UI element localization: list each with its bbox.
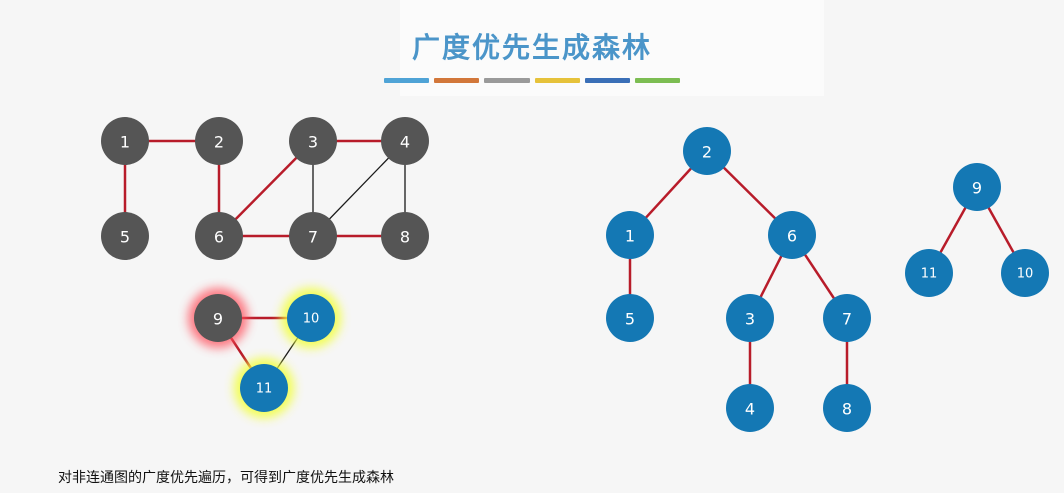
graph-node-circle: [195, 117, 243, 165]
forest-node-8: 8: [823, 384, 871, 432]
graph-node-circle: [101, 212, 149, 260]
graph-node-circle: [287, 294, 335, 342]
forest-node-label: 5: [625, 310, 635, 329]
graph-node-2: 2: [195, 117, 243, 165]
title-bar-segment: [384, 78, 430, 83]
forest-node-circle: [726, 384, 774, 432]
graph-node-label: 2: [214, 133, 224, 152]
forest-node-11: 11: [905, 249, 953, 297]
graph-node-label: 3: [308, 133, 318, 152]
title-bar-segment: [434, 78, 480, 83]
graph-node-8: 8: [381, 212, 429, 260]
graph-node-11: 11: [234, 358, 294, 418]
graph-node-label: 7: [308, 228, 318, 247]
graph-node-circle: [289, 117, 337, 165]
forest-node-9: 9: [953, 163, 1001, 211]
forest-node-circle: [726, 294, 774, 342]
forest-nodes: 2 1 6 5 3 7 4 8 9 11 10: [606, 127, 1049, 432]
forest-node-circle: [823, 294, 871, 342]
title-bar-segment: [584, 78, 630, 83]
graph-node-label: 10: [303, 312, 320, 327]
graph-node-circle: [101, 117, 149, 165]
graph-node-label: 11: [256, 382, 273, 397]
forest-node-circle: [606, 211, 654, 259]
forest-node-label: 3: [745, 310, 755, 329]
forest-node-label: 8: [842, 400, 852, 419]
forest-node-circle: [1001, 249, 1049, 297]
forest-node-circle: [823, 384, 871, 432]
forest-node-1: 1: [606, 211, 654, 259]
title-bar-segment: [484, 78, 530, 83]
forest-node-label: 6: [787, 227, 797, 246]
forest-node-label: 9: [972, 179, 982, 198]
graph-node-7: 7: [289, 212, 337, 260]
graph-node-circle: [194, 294, 242, 342]
title-bar-segment: [534, 78, 580, 83]
graph-node-label: 9: [213, 310, 223, 329]
graph-node-label: 4: [400, 133, 410, 152]
caption-text: 对非连通图的广度优先遍历，可得到广度优先生成森林: [58, 470, 394, 486]
graph-nodes: 1 2 3 4 5 6 7 8 9 10 11: [101, 117, 429, 418]
forest-node-label: 1: [625, 227, 635, 246]
graph-node-circle: [381, 117, 429, 165]
forest-node-2: 2: [683, 127, 731, 175]
graph-node-circle: [289, 212, 337, 260]
graph-node-circle: [195, 212, 243, 260]
forest-node-5: 5: [606, 294, 654, 342]
title-bar-segment: [634, 78, 681, 83]
graph-node-1: 1: [101, 117, 149, 165]
graph-edges: [123, 139, 406, 389]
forest-node-label: 10: [1017, 267, 1034, 282]
forest-node-circle: [606, 294, 654, 342]
forest-node-label: 7: [842, 310, 852, 329]
forest-node-6: 6: [768, 211, 816, 259]
forest-node-3: 3: [726, 294, 774, 342]
graph-node-9: 9: [188, 288, 248, 348]
forest-node-circle: [768, 211, 816, 259]
forest-node-7: 7: [823, 294, 871, 342]
forest-node-4: 4: [726, 384, 774, 432]
forest-node-10: 10: [1001, 249, 1049, 297]
forest-node-label: 11: [921, 267, 938, 282]
forest-node-circle: [905, 249, 953, 297]
title-color-bar: [384, 78, 681, 84]
forest-node-circle: [683, 127, 731, 175]
graph-node-3: 3: [289, 117, 337, 165]
graph-node-circle: [240, 364, 288, 412]
forest-node-circle: [953, 163, 1001, 211]
graph-node-label: 8: [400, 228, 410, 247]
forest-node-label: 4: [745, 400, 755, 419]
graph-node-label: 6: [214, 228, 224, 247]
graph-node-label: 5: [120, 228, 130, 247]
graph-node-label: 1: [120, 133, 130, 152]
graph-node-10: 10: [281, 288, 341, 348]
forest-node-label: 2: [702, 143, 712, 162]
graph-node-5: 5: [101, 212, 149, 260]
slide-title: 广度优先生成森林: [411, 31, 652, 64]
graph-node-4: 4: [381, 117, 429, 165]
graph-node-6: 6: [195, 212, 243, 260]
graph-node-circle: [381, 212, 429, 260]
